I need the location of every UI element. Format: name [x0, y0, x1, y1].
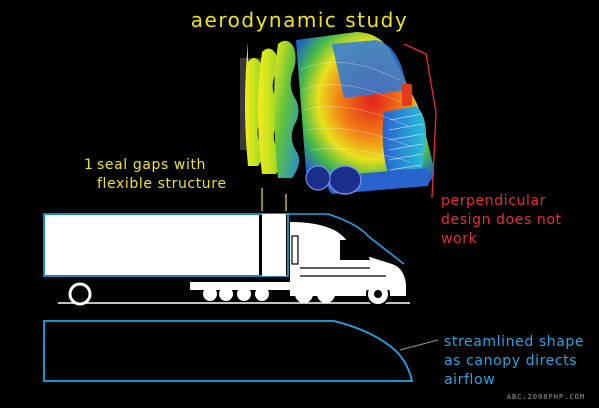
canopy-outline — [288, 213, 405, 265]
flow-slice-1 — [245, 42, 265, 166]
diagram-title: aerodynamic study — [190, 8, 409, 32]
streamlined-leader-line — [399, 339, 439, 351]
seal-annotation-line-2: flexible structure — [97, 176, 227, 192]
streamlines — [299, 61, 411, 163]
truck-silhouette — [43, 213, 410, 306]
streamlined-annotation-line-1: streamlined shape — [444, 334, 585, 350]
watermark: ABC.2008PHP.COM — [506, 393, 585, 401]
cab-details — [291, 235, 386, 277]
perpendicular-annotation-line-1: perpendicular — [441, 193, 547, 209]
rear-wheel-heatmap — [305, 165, 331, 191]
flow-slice-3 — [274, 40, 300, 178]
streamlined-annotation: streamlined shape as canopy directs airf… — [444, 333, 584, 390]
perpendicular-annotation: perpendicular design does not work — [441, 192, 562, 249]
trailer-gap-panel — [262, 214, 286, 276]
perpendicular-annotation-line-2: design does not — [441, 212, 562, 228]
grille-lines — [388, 113, 424, 171]
chassis — [190, 282, 400, 290]
streamlined-annotation-line-3: airflow — [444, 372, 496, 388]
flow-slice-2 — [258, 48, 282, 174]
trailer-outline — [43, 213, 289, 277]
annotation-number: 1 — [84, 157, 94, 173]
grille-heatmap — [382, 106, 426, 174]
front-wheel-heatmap — [328, 165, 362, 195]
seal-annotation-line-1: seal gaps with — [97, 157, 207, 173]
streamlined-shape-outline — [43, 320, 414, 382]
cab-window — [340, 240, 370, 260]
perpendicular-annotation-line-3: work — [441, 231, 478, 247]
streamlined-annotation-line-2: as canopy directs — [444, 353, 578, 369]
cfd-truck-visualization — [240, 32, 435, 195]
perpendicular-leader-line — [403, 43, 437, 199]
seal-leader-lines — [261, 188, 287, 211]
mirror-heatmap — [402, 84, 412, 106]
trailer-body — [45, 215, 259, 275]
windshield-heatmap — [332, 40, 408, 98]
